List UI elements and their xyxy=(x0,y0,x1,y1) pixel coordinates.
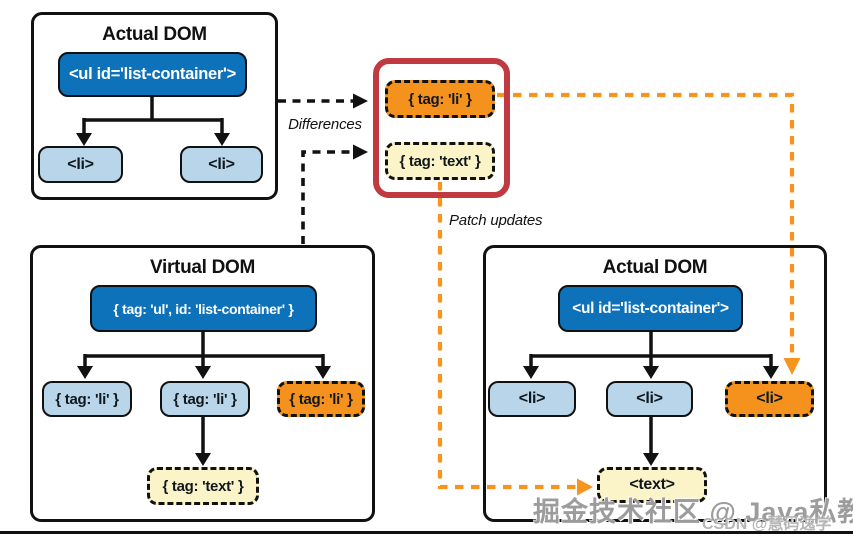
patch-arrow-to-li xyxy=(497,92,801,375)
watermark-primary: 掘金技术社区 @ Java私教 xyxy=(533,497,853,527)
tree-arrowheads-top-actual-dom xyxy=(76,133,230,146)
top-actual-dom-li-node: <li> xyxy=(180,146,263,183)
tree-arrowheads-virtual-dom xyxy=(77,366,331,466)
bottom-actual-dom-title: Actual DOM xyxy=(602,257,708,278)
virtual-dom-li-node: { tag: 'li' } xyxy=(42,381,132,417)
tree-lines-bottom-actual-dom xyxy=(529,332,773,455)
virtual-dom-li-node: { tag: 'li' } xyxy=(160,381,250,417)
bottom-actual-dom-text-node: <text> xyxy=(597,467,707,503)
tree-lines-virtual-dom xyxy=(83,332,325,455)
diff-arrow-from-actual-dom xyxy=(278,93,368,109)
virtual-dom-title: Virtual DOM xyxy=(149,257,256,278)
top-actual-dom-title: Actual DOM xyxy=(102,24,207,45)
bottom-actual-dom-li-node: <li> xyxy=(488,381,576,417)
watermark-secondary: CSDN @慧码逸学 xyxy=(702,516,832,533)
diff-item-text: { tag: 'text' } xyxy=(385,142,495,180)
diff-arrow-from-virtual-dom xyxy=(301,144,368,244)
top-actual-dom-li-node: <li> xyxy=(38,146,123,183)
bottom-actual-dom-li-node: <li> xyxy=(606,381,693,417)
tree-lines-top-actual-dom xyxy=(82,97,224,135)
tree-arrowheads-bottom-actual-dom xyxy=(523,366,779,466)
bottom-actual-dom-root-node: <ul id='list-container'> xyxy=(558,285,743,332)
diff-item-li: { tag: 'li' } xyxy=(385,80,495,118)
top-actual-dom-root-node: <ul id='list-container'> xyxy=(58,52,247,97)
patch-arrow-to-text xyxy=(437,182,593,496)
patch-updates-label: Patch updates xyxy=(449,212,543,229)
bottom-actual-dom-new-li-node: <li> xyxy=(725,381,814,417)
virtual-dom-text-node: { tag: 'text' } xyxy=(147,467,259,505)
virtual-dom-root-node: { tag: 'ul', id: 'list-container' } xyxy=(90,285,317,332)
virtual-dom-new-li-node: { tag: 'li' } xyxy=(277,381,365,417)
bottom-divider xyxy=(0,531,853,534)
differences-label: Differences xyxy=(288,116,362,133)
differences-box xyxy=(373,58,510,198)
